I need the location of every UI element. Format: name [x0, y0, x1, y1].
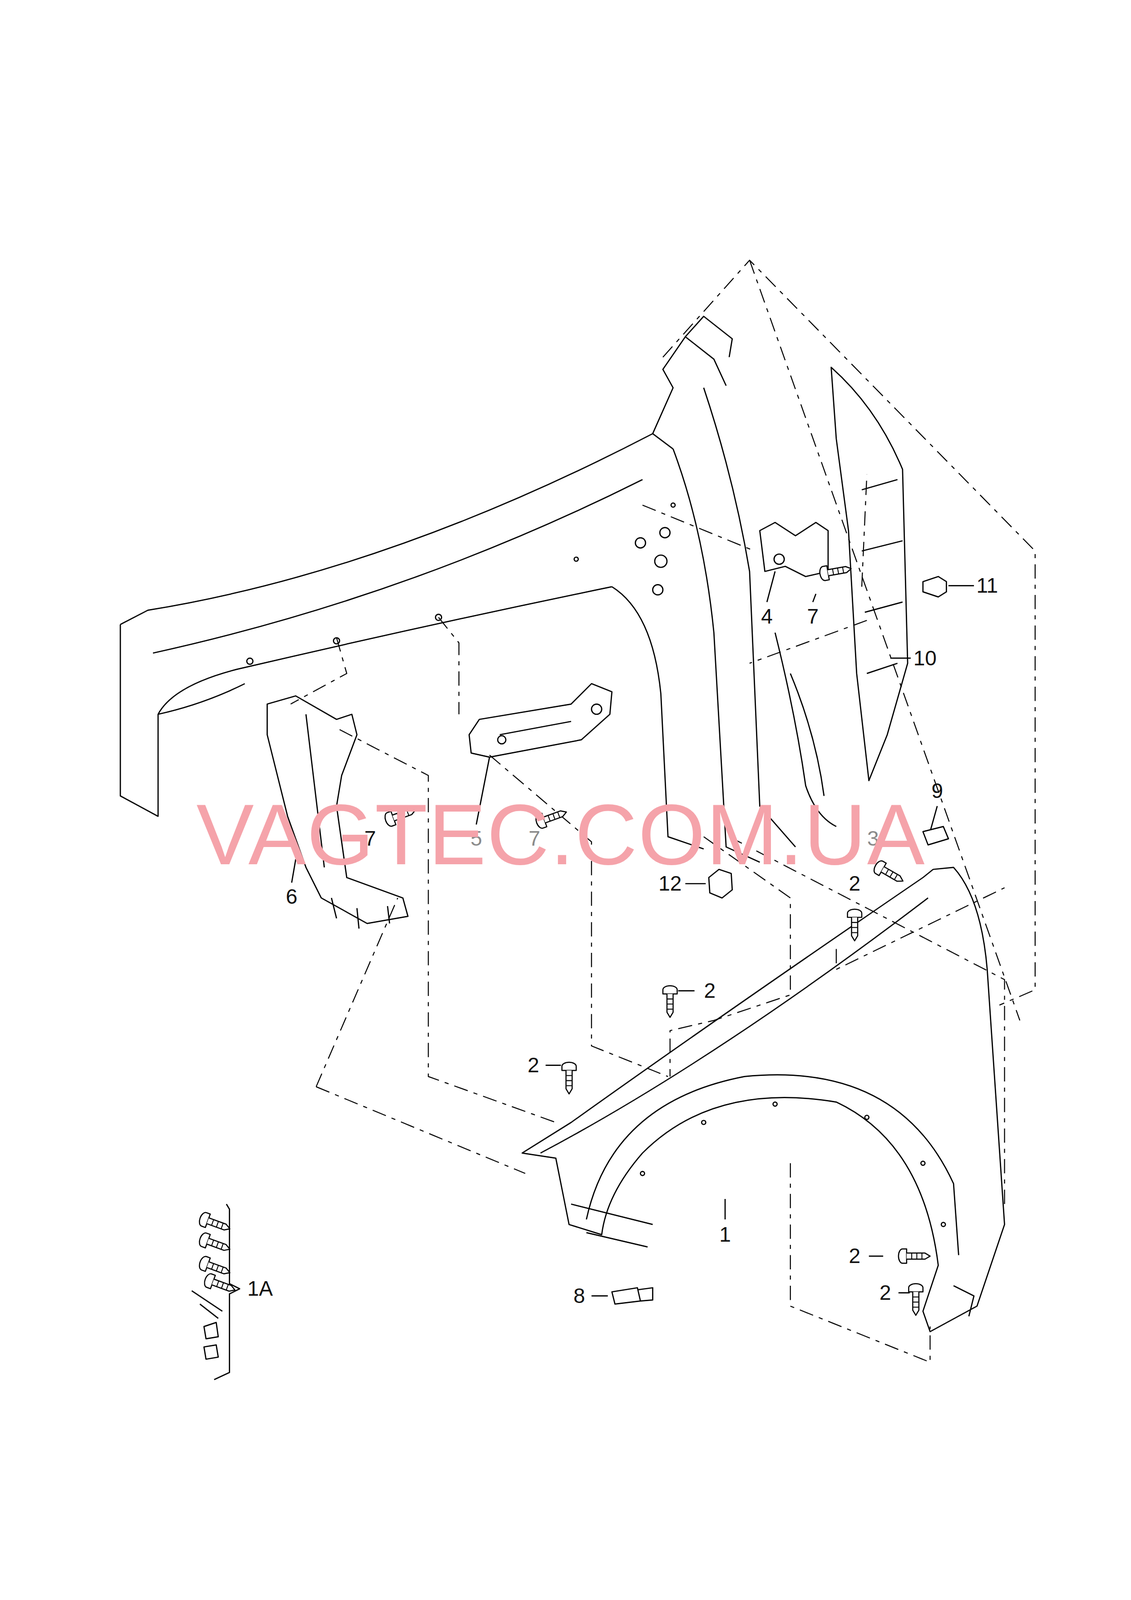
callout-number: 10 — [913, 647, 937, 669]
callout-number: 1A — [247, 1277, 273, 1299]
callout-number: 2 — [848, 1244, 861, 1266]
callout-number: 9 — [931, 780, 944, 801]
callout-number: 1 — [719, 1223, 731, 1245]
watermark: VAGTEC.COM.UA — [196, 790, 926, 878]
callout-number: 8 — [573, 1284, 586, 1306]
callout-number: 4 — [760, 605, 773, 627]
callout-number: 11 — [976, 574, 998, 596]
callout-number: 7 — [806, 605, 819, 627]
callout-number: 2 — [704, 979, 717, 1001]
callout-number: 2 — [527, 1054, 540, 1076]
callout-number: 6 — [286, 885, 298, 907]
callout-number: 2 — [879, 1281, 892, 1303]
